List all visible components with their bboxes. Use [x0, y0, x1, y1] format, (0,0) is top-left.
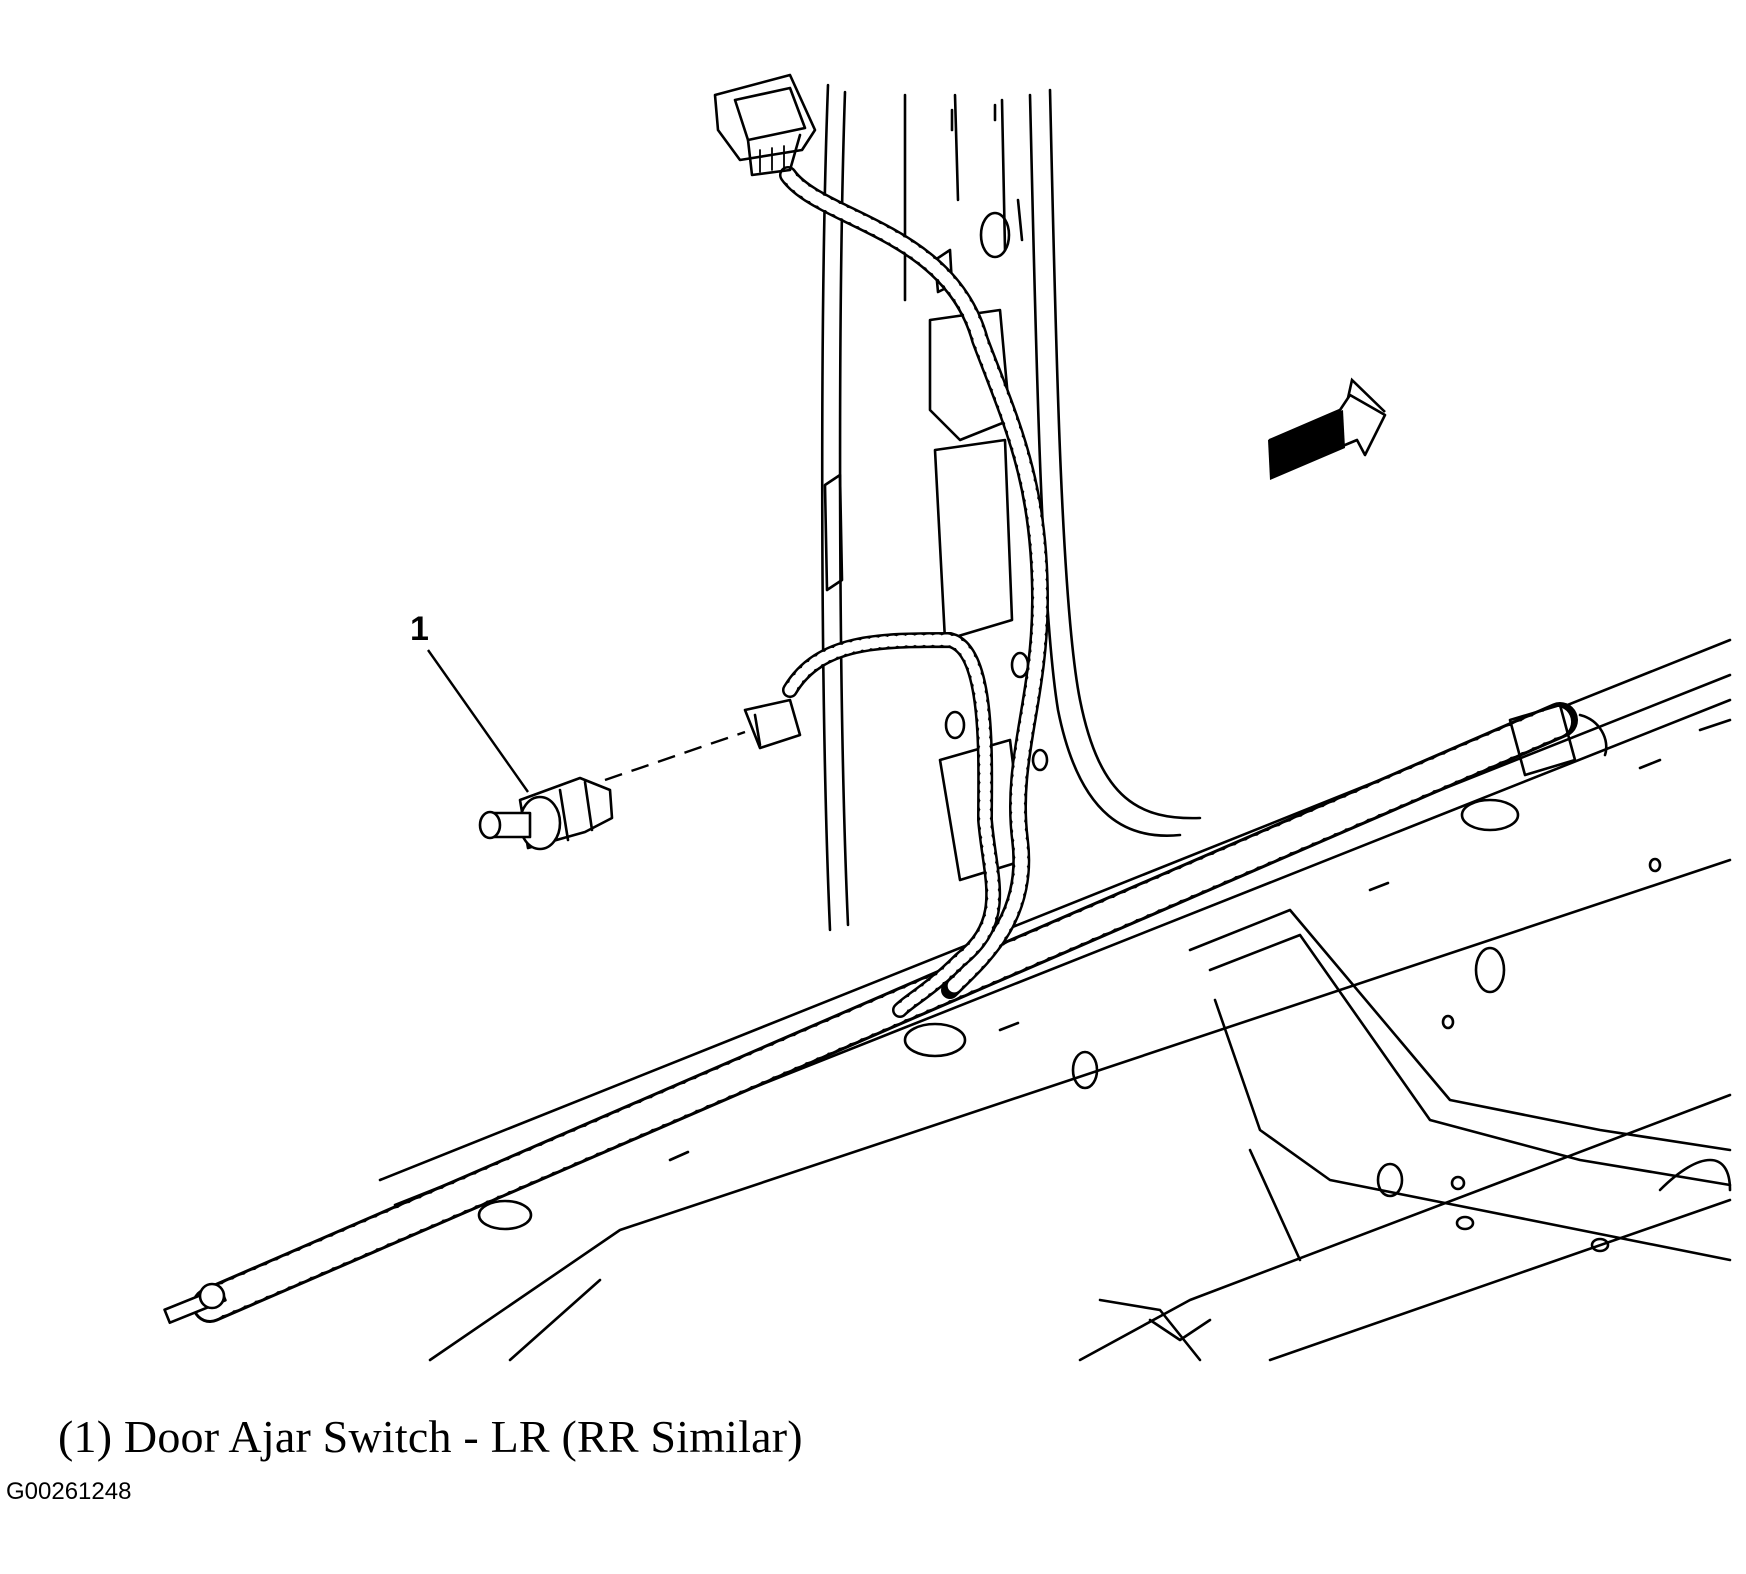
- b-pillar: [820, 83, 1202, 932]
- door-ajar-switch-icon: [478, 776, 614, 851]
- sill-harness: [163, 702, 1608, 1325]
- figure-id: G00261248: [6, 1478, 132, 1505]
- floor-pan: [1098, 908, 1732, 1362]
- pillar-harness: [779, 166, 1050, 1018]
- switch-pigtail-connector: [743, 698, 802, 750]
- figure-caption: (1) Door Ajar Switch - LR (RR Similar): [58, 1411, 803, 1462]
- callout-leader-line: [427, 649, 529, 793]
- assembly-line: [604, 730, 746, 782]
- callout-number: 1: [410, 610, 429, 648]
- direction-arrow-icon: [1268, 377, 1387, 480]
- harness-connector-icon: [713, 73, 817, 177]
